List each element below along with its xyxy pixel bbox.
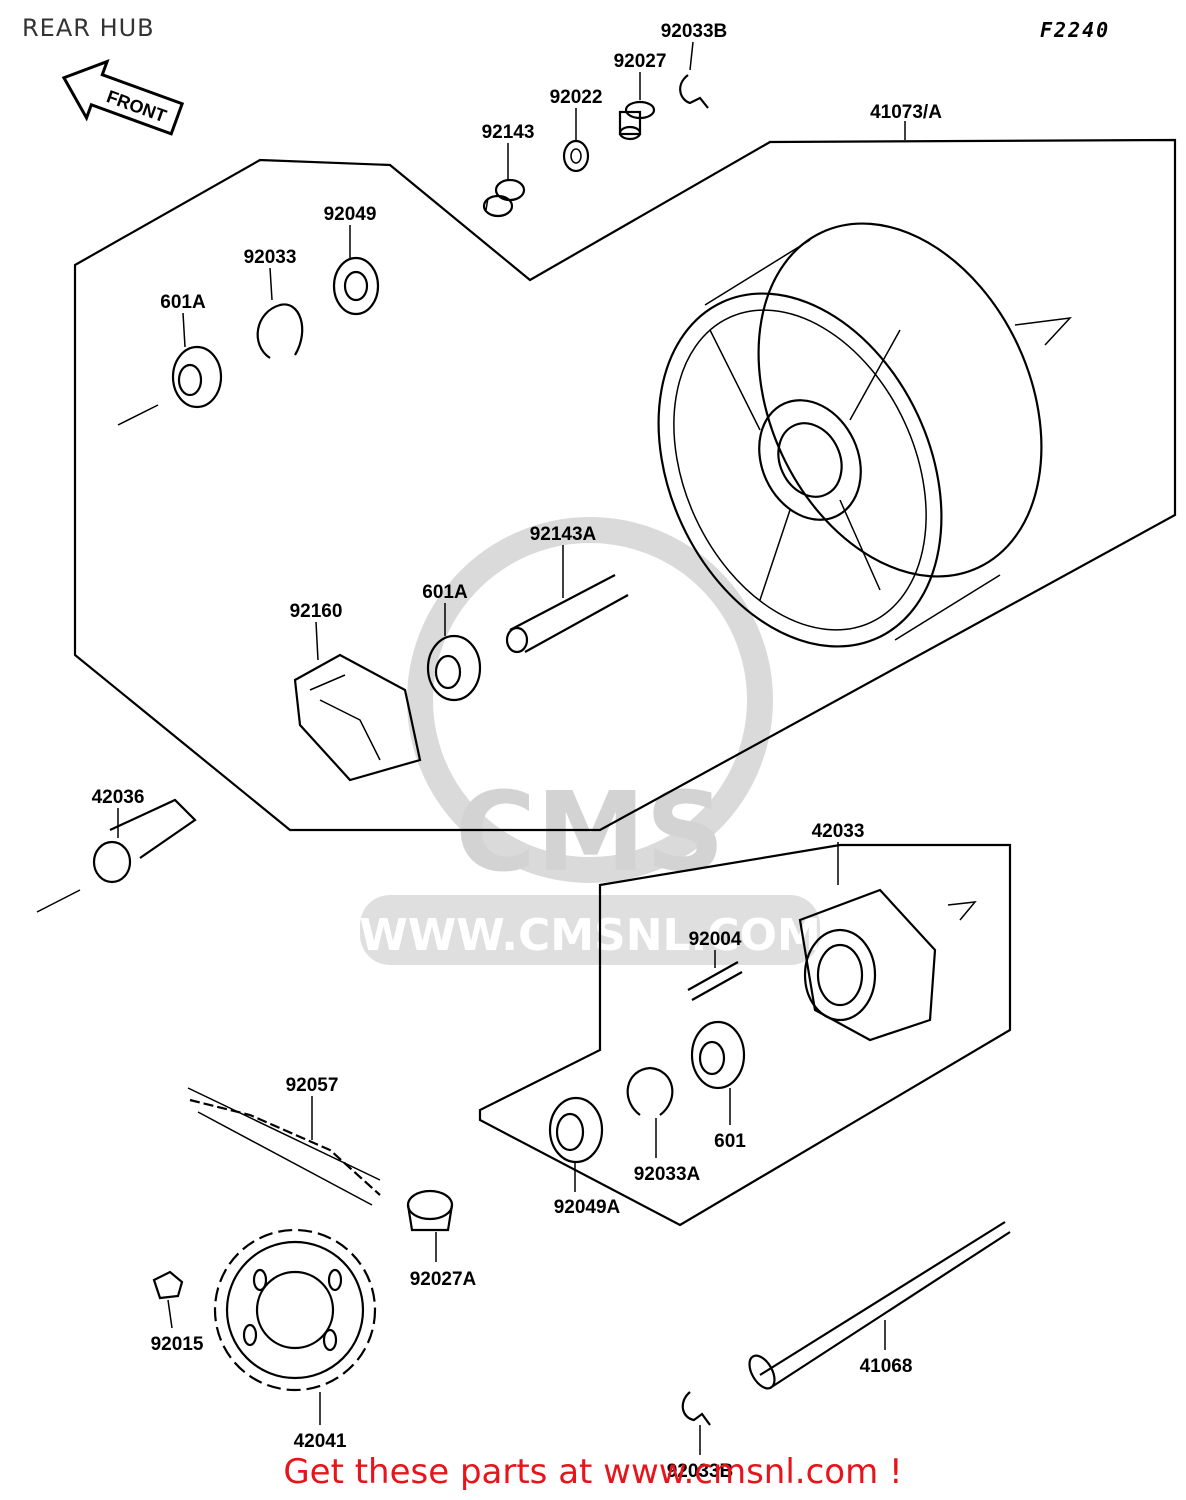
label-92027A: 92027A: [410, 1269, 477, 1290]
leader-lines: [117, 41, 906, 1455]
footer-link-text[interactable]: Get these parts at www.cmsnl.com !: [283, 1452, 903, 1492]
part-92049-seal: [332, 256, 380, 316]
part-41068-axle: [748, 1221, 1011, 1390]
label-601: 601: [714, 1131, 746, 1152]
part-92057-chain: [187, 1087, 381, 1206]
part-92033B-bottom-clip: [681, 1391, 711, 1426]
label-42033: 42033: [812, 821, 865, 842]
part-92143A-sleeve: [505, 574, 629, 654]
label-92015: 92015: [151, 1334, 204, 1355]
part-92160-damper: [293, 653, 422, 782]
watermark-url: WWW.CMSNL.COM: [359, 910, 821, 961]
part-92027A-collar: [406, 1189, 454, 1232]
label-92027: 92027: [614, 51, 667, 72]
part-601-bearing: [690, 1020, 746, 1090]
page-title: REAR HUB: [22, 14, 155, 42]
part-92027-collar: [618, 100, 656, 141]
part-92015-nut: [152, 1270, 184, 1300]
watermark-logo: CMS: [455, 768, 724, 896]
label-42041: 42041: [294, 1431, 347, 1452]
outline-wheel-group: [73, 138, 1177, 832]
part-92049A-seal: [548, 1096, 604, 1164]
watermark: CMS WWW.CMSNL.COM: [359, 517, 821, 965]
part-92033B-top-clip: [679, 74, 709, 109]
label-92143A: 92143A: [530, 524, 597, 545]
label-42036: 42036: [92, 787, 145, 808]
part-601A-mid-bearing: [426, 634, 482, 702]
part-42036-collar: [36, 798, 197, 913]
label-92143: 92143: [482, 122, 535, 143]
part-92033-circlip: [256, 303, 304, 359]
part-42041-sprocket: [213, 1228, 377, 1392]
label-92160: 92160: [290, 601, 343, 622]
label-92057: 92057: [286, 1075, 339, 1096]
label-92033: 92033: [244, 247, 297, 268]
label-92033B-bottom: 92033B: [667, 1461, 734, 1482]
front-arrow: FRONT: [61, 58, 185, 136]
label-92033B-top: 92033B: [661, 21, 728, 42]
outline-hub-group: [478, 843, 1012, 1227]
part-92143-collar: [482, 178, 526, 218]
label-92022: 92022: [550, 87, 603, 108]
diagram-code: F2240: [1040, 18, 1111, 42]
wheel: [657, 222, 1072, 648]
label-92004: 92004: [689, 929, 742, 950]
label-41068: 41068: [860, 1356, 913, 1377]
label-601A-mid: 601A: [422, 582, 468, 603]
label-92049A: 92049A: [554, 1197, 621, 1218]
part-92033A-circlip: [626, 1066, 674, 1116]
label-92049: 92049: [324, 204, 377, 225]
part-601A-left-bearing: [117, 345, 223, 426]
part-92022-washer: [562, 139, 590, 173]
label-41073A: 41073/A: [870, 102, 942, 123]
label-601A-left: 601A: [160, 292, 206, 313]
part-42033-sprocket-hub: [798, 888, 977, 1042]
label-92033A: 92033A: [634, 1164, 701, 1185]
part-92004-pin: [687, 961, 743, 1001]
